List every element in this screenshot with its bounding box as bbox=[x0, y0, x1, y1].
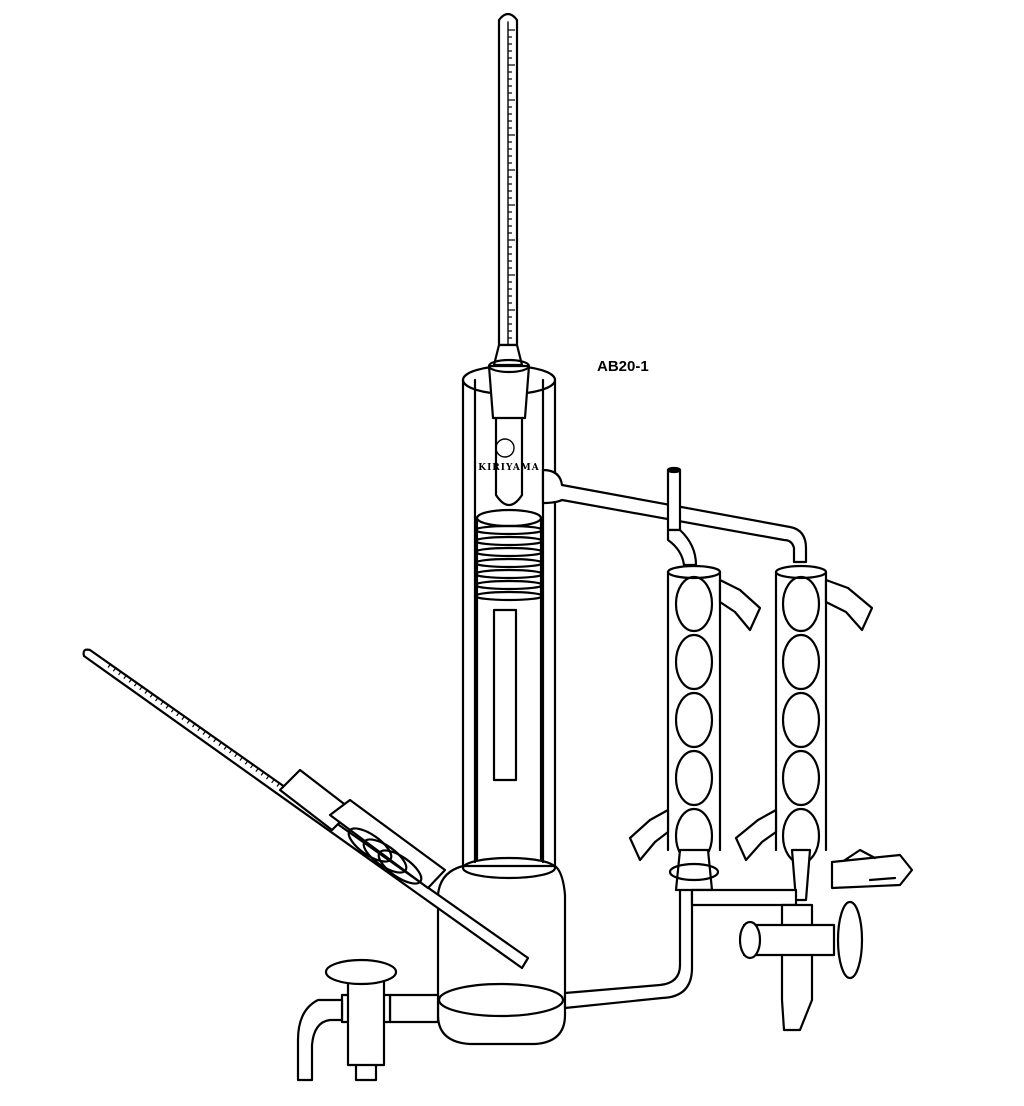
coil-ring bbox=[473, 557, 545, 569]
thermometer-tick bbox=[244, 759, 249, 765]
thermometer-tick bbox=[112, 666, 117, 672]
thermometer-tick bbox=[271, 778, 276, 784]
thermometer-tick bbox=[149, 692, 154, 698]
coil-ring bbox=[473, 568, 545, 580]
thermometer-tick bbox=[213, 737, 218, 743]
condenser-left bbox=[628, 466, 762, 892]
top-thermometer bbox=[492, 12, 524, 367]
coil-ring bbox=[473, 546, 545, 558]
thermometer-tick bbox=[250, 763, 255, 769]
thermometer-tick bbox=[260, 771, 265, 776]
thermometer-tick bbox=[197, 726, 202, 732]
condenser-bulb bbox=[674, 633, 714, 691]
thermometer-tick bbox=[133, 681, 138, 687]
angled-thermometer bbox=[82, 648, 530, 970]
coil-ring bbox=[473, 535, 545, 547]
brand-mark: KIRIYAMA bbox=[478, 463, 540, 473]
clip-clamp bbox=[830, 848, 914, 890]
right-stopcock bbox=[690, 888, 864, 1032]
thermometer-tick bbox=[207, 733, 212, 739]
thermometer-tick bbox=[239, 756, 244, 761]
thermometer-tick bbox=[228, 748, 233, 754]
coil-ring bbox=[473, 524, 545, 536]
condenser-bulb bbox=[674, 691, 714, 749]
thermometer-tick bbox=[160, 700, 165, 706]
thermometer-tick bbox=[128, 678, 133, 683]
thermometer-tick bbox=[276, 782, 281, 787]
model-code-label: AB20-1 bbox=[597, 358, 649, 375]
thermometer-tick bbox=[181, 715, 186, 720]
thermometer-tick bbox=[265, 774, 270, 780]
thermometer-tick bbox=[202, 730, 207, 735]
thermometer-tick bbox=[255, 767, 260, 773]
thermometer-tick bbox=[186, 718, 191, 724]
return-tube bbox=[563, 868, 694, 1010]
thermometer-tick bbox=[165, 704, 170, 709]
coil-ring bbox=[473, 590, 545, 602]
thermometer-tick bbox=[218, 741, 223, 746]
thermometer-tick bbox=[234, 752, 239, 758]
thermometer-tick bbox=[191, 722, 196, 728]
thermometer-tick bbox=[107, 663, 112, 668]
condenser-bulb bbox=[674, 575, 714, 633]
condenser-bulb bbox=[781, 691, 821, 749]
condenser-bulb bbox=[781, 749, 821, 807]
coil-ring bbox=[473, 579, 545, 591]
condenser-bulb bbox=[781, 575, 821, 633]
left-stopcock bbox=[296, 958, 440, 1082]
thermometer-tick bbox=[118, 670, 123, 676]
thermometer-tick bbox=[155, 696, 160, 702]
thermometer-tick bbox=[139, 685, 144, 691]
condenser-bulb bbox=[674, 749, 714, 807]
thermometer-tick bbox=[144, 689, 149, 694]
condenser-right bbox=[734, 564, 874, 902]
condenser-bulb bbox=[781, 633, 821, 691]
thermometer-tick bbox=[123, 674, 128, 680]
thermometer-tick bbox=[176, 711, 181, 717]
thermometer-tick bbox=[223, 744, 228, 750]
thermometer-tick bbox=[170, 707, 175, 713]
